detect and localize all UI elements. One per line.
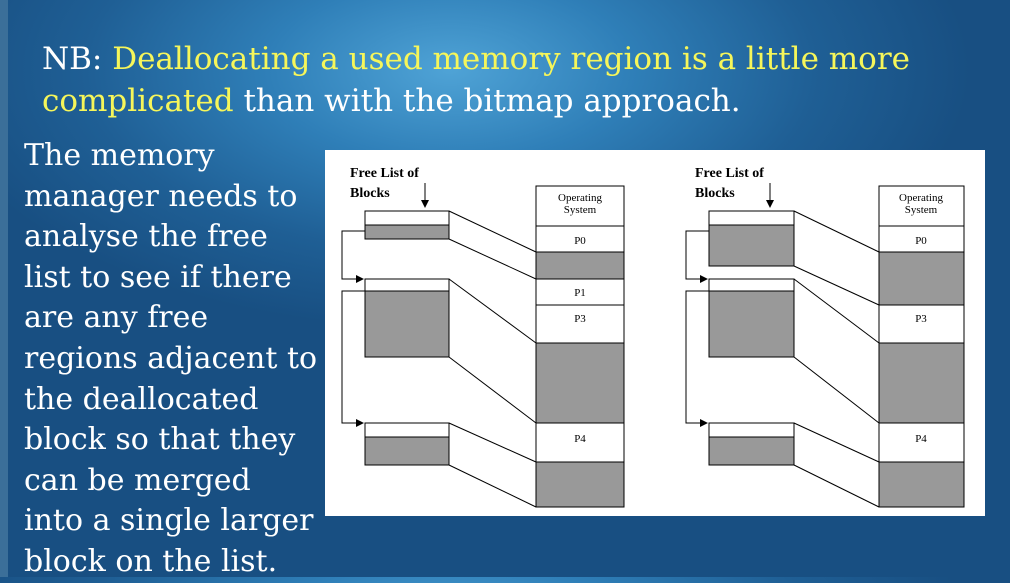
left-free-list-label-2: Blocks [350,186,390,201]
left-map-line [448,356,537,424]
left-mem-p3 [535,304,625,344]
left-map-line [448,464,537,508]
left-mem-p4 [535,422,625,463]
right-map-line [793,464,880,508]
right-map-line [793,278,880,344]
nb-suffix: than with the bitmap approach. [233,83,741,119]
right-mem-p4 [878,422,965,463]
right-mem-os [878,185,965,227]
left-free-node-3-block [364,436,450,466]
right-os-label-1: Operating [899,192,943,204]
nb-prefix: NB: [42,41,113,77]
left-link-arrow-1 [341,230,365,283]
left-p3-label: P3 [574,313,586,325]
right-free-list-label-2: Blocks [695,186,735,201]
right-link-arrow-1 [685,230,709,283]
right-mem-p0 [878,225,965,253]
free-list-diagram: Free List of Blocks [325,150,985,516]
right-mem-p3 [878,304,965,344]
left-map-line [448,238,537,280]
right-map-line [793,210,880,253]
left-free-list-label-1: Free List of [350,166,419,181]
left-mem-os [535,185,625,227]
right-free-node-2-block [708,290,795,358]
right-map-line [793,356,880,424]
right-free-list-label-1: Free List of [695,166,764,181]
right-map-line [793,265,880,306]
left-mem-free-1 [535,251,625,280]
right-mem-free-3 [878,461,965,508]
left-mem-free-2 [535,342,625,424]
right-p0-label: P0 [915,235,927,247]
right-diagram: Free List of Blocks Operating [685,166,965,508]
right-mem-free-2 [878,342,965,424]
nb-highlight-2: complicated [42,83,234,119]
left-free-node-1-block [364,224,450,240]
left-map-line [448,210,537,253]
right-p3-label: P3 [915,313,927,325]
left-map-line [448,422,537,463]
nb-highlight-1: Deallocating a used memory region is a l… [112,41,911,77]
left-link-arrow-2 [341,290,365,427]
body-text: The memory manager needs to analyse the … [24,138,318,579]
slide-edge-strip [0,0,8,577]
left-free-node-2-block [364,290,450,358]
left-p4-label: P4 [574,433,586,445]
left-mem-free-3 [535,461,625,508]
right-os-label-2: System [905,204,938,216]
right-p4-label: P4 [915,433,927,445]
left-diagram: Free List of Blocks [341,166,625,508]
left-mem-p1 [535,278,625,306]
left-p1-label: P1 [574,287,586,299]
right-free-node-3-block [708,436,795,466]
right-link-arrow-2 [685,290,709,427]
left-os-label-2: System [564,204,597,216]
right-map-line [793,422,880,463]
left-map-line [448,278,537,344]
nb-note: NB: Deallocating a used memory region is… [42,38,922,122]
right-mem-free-merged [878,251,965,306]
left-os-label-1: Operating [558,192,602,204]
left-mem-p0 [535,225,625,253]
right-free-node-1-block [708,224,795,267]
left-p0-label: P0 [574,235,586,247]
